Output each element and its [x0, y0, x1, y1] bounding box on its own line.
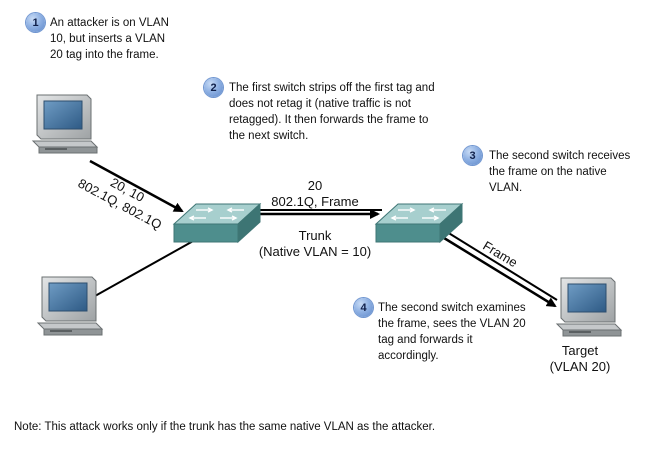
host2-to-switch1-link: [94, 239, 196, 297]
step-1-line: 20 tag into the frame.: [50, 49, 159, 61]
step-4-line: The second switch examines: [378, 302, 526, 314]
switch-1-icon: [172, 202, 262, 244]
trunk-label: Trunk (Native VLAN = 10): [245, 228, 385, 260]
step-1-line: An attacker is on VLAN: [50, 17, 169, 29]
step-badge-2: 2: [204, 78, 223, 97]
target-computer-icon: [555, 277, 623, 337]
trunk-name: Trunk: [298, 228, 332, 243]
step-2-line: the next switch.: [229, 130, 309, 142]
switch-2-icon: [374, 202, 464, 244]
target-label: Target (VLAN 20): [535, 343, 625, 375]
step-2-text: The first switch strips off the first ta…: [229, 80, 435, 144]
footnote: Note: This attack works only if the trun…: [14, 421, 436, 433]
trunk-link: [250, 209, 382, 219]
trunk-native-vlan: (Native VLAN = 10): [258, 244, 372, 259]
step-4-line: tag and forwards it: [378, 334, 473, 346]
trunk-tag-line: 802.1Q, Frame: [271, 194, 359, 209]
step-3-text: The second switch receives the frame on …: [489, 148, 630, 196]
step-badge-4: 4: [354, 298, 373, 317]
step-badge-3: 3: [463, 146, 482, 165]
step-2-line: does not retag it (native traffic is not: [229, 98, 411, 110]
step-1-line: 10, but inserts a VLAN: [50, 33, 166, 45]
step-2-line: retagged). It then forwards the frame to: [229, 114, 429, 126]
step-3-line: the frame on the native: [489, 166, 607, 178]
attacker-computer-icon: [31, 94, 99, 154]
target-name: Target: [561, 343, 599, 358]
switch2-to-target-arrow: [443, 231, 558, 308]
attacker-to-switch1-arrow: [89, 159, 184, 213]
step-1-text: An attacker is on VLAN 10, but inserts a…: [50, 15, 169, 63]
step-badge-1: 1: [26, 13, 45, 32]
step-3-line: VLAN.: [489, 182, 523, 194]
step-3-line: The second switch receives: [489, 150, 631, 162]
step-2-line: The first switch strips off the first ta…: [229, 82, 435, 94]
host-computer-icon: [36, 276, 104, 336]
trunk-tag-label: 20 802.1Q, Frame: [245, 178, 385, 210]
step-4-line: the frame, sees the VLAN 20: [378, 318, 526, 330]
target-vlan: (VLAN 20): [549, 359, 611, 374]
trunk-tag-line: 20: [307, 178, 323, 193]
step-4-text: The second switch examines the frame, se…: [378, 300, 526, 364]
step-4-line: accordingly.: [378, 350, 439, 362]
